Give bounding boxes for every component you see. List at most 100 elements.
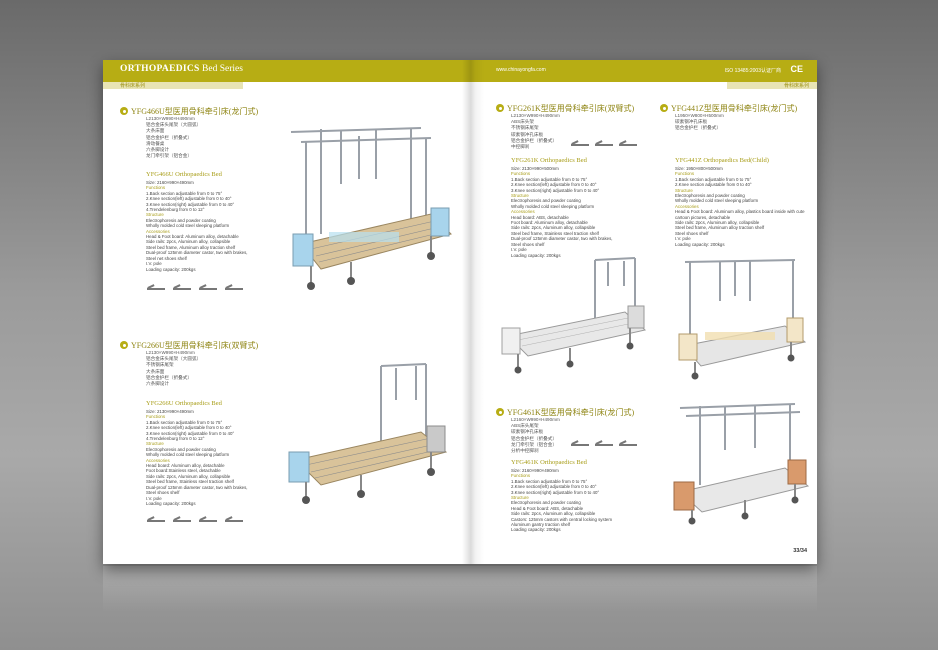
website-url: www.chinayongfa.com <box>496 67 546 73</box>
text-line: Wholly molded cold steel sleeping platfo… <box>511 203 595 209</box>
text-line: Head board: Aluminum alloy, detachable <box>146 463 225 469</box>
brochure-spread: ORTHOPAEDICS Bed Series 骨科床系列 YFG466U型医用… <box>103 60 817 564</box>
bed-position-icon <box>172 284 192 291</box>
text-line: Steel shoes shelf <box>675 230 709 236</box>
right-subheader-text: 骨科床系列 <box>783 83 809 89</box>
text-line: 碳素钢冲孔床板 <box>511 429 544 435</box>
text-line: 3.Knee section(right) adjustable from 0 … <box>511 489 600 495</box>
text-line: Foot board:Stainless steel, detachable <box>146 468 221 474</box>
text-line: Wholly molded cold steel sleeping platfo… <box>146 223 230 229</box>
text-line: Wholly molded cold steel sleeping platfo… <box>146 452 230 458</box>
text-line: Head board: ABS, detachable <box>511 214 569 220</box>
text-line: 龙门牵引架（铝合金） <box>511 441 557 447</box>
text-line: 不锈钢床尾架 <box>146 362 174 368</box>
text-line: Electrophoresis and powder coating <box>511 500 581 506</box>
text-line: L2130×W990×H490mm <box>511 113 560 118</box>
bed-position-icon <box>198 284 218 291</box>
left-header-band: ORTHOPAEDICS Bed Series <box>103 60 470 82</box>
text-line: I.V. pole <box>511 247 527 253</box>
bed-position-icon <box>594 440 614 447</box>
left-page: ORTHOPAEDICS Bed Series 骨科床系列 YFG466U型医用… <box>103 60 470 564</box>
bullet-icon <box>120 107 128 115</box>
bed-position-icon <box>146 516 166 523</box>
text-line: Head & Foot board: Aluminum alloy, plast… <box>675 209 805 215</box>
text-line: 碳素钢冲孔床板 <box>511 131 544 137</box>
text-line: ABS床头架 <box>511 119 534 125</box>
text-line: Head & Foot board: Aluminum alloy, detac… <box>146 234 239 240</box>
text-line: Side rails: 2pcs, Aluminum alloy, collap… <box>511 511 596 517</box>
text-line: Side rails: 2pcs, Aluminum alloy, collap… <box>511 225 596 231</box>
text-line: 铝合金护栏（折叠式） <box>511 137 557 143</box>
text-line: 中控脚刹 <box>511 144 530 150</box>
bed-image-yfg261k <box>501 257 647 374</box>
text-line: Side rails: 2pcs, Aluminum alloy, collap… <box>146 473 231 479</box>
text-line: Dual-proof 125mm diameter castor, two wi… <box>511 236 613 242</box>
book-spine <box>462 60 484 564</box>
text-line: cartoon pictures, detachable <box>675 214 731 220</box>
bullet-icon <box>496 408 504 416</box>
text-line: 3.Knee section(right) adjustable from 0 … <box>146 201 235 207</box>
text-line: 1.Back section adjustable from 0 to 75° <box>511 478 588 484</box>
bullet-icon <box>496 104 504 112</box>
text-line: 4.Trendelenburg from 0 to 12° <box>146 436 205 442</box>
bed-image-yfg266u <box>288 363 448 504</box>
right-page: www.chinayongfa.com ISO 13485:2003认证厂商 C… <box>470 60 817 564</box>
text-line: 碳素钢冲孔床板 <box>675 119 708 125</box>
bed-image-yfg461k <box>673 403 810 525</box>
text-line: 2.Knee section(left) adjustable from 0 t… <box>146 425 232 431</box>
text-line: Steel shoes shelf <box>146 490 180 496</box>
text-line: Castors: 125mm castors with central lock… <box>511 516 613 522</box>
bed-positions-yfg466u <box>146 284 244 291</box>
product-title-yfg441z: YFG441Z型医用骨科牵引床(龙门式) <box>660 103 797 114</box>
text-line: Side rails: 2pcs, Aluminum alloy, collap… <box>146 239 231 245</box>
text-line: 1.Back section adjustable from 0 to 75° <box>511 176 588 182</box>
text-line: 2.Knee section(left) adjustable from 0 t… <box>511 484 597 490</box>
bed-position-icon <box>618 140 638 147</box>
text-line: Steel bed frame, Stainless steel tractio… <box>511 230 599 236</box>
text-line: Wholly molded cold steel sleeping platfo… <box>675 198 759 204</box>
bed-image-yfg466u <box>290 127 452 290</box>
text-line: 不锈钢床尾架 <box>511 125 539 131</box>
text-line: Electrophoresis and powder coating <box>511 198 581 204</box>
text-line: 滑动餐桌 <box>146 140 165 146</box>
text-line: 3.Knee section(right) adjustable from 0 … <box>146 430 235 436</box>
bed-positions-yfg266u <box>146 516 244 523</box>
bed-position-icon <box>172 516 192 523</box>
product-details-yfg441z: Size: 1950×800×500mm Functions 1.Back se… <box>675 166 813 247</box>
product-subtitle-yfg461k: YFG461K Orthopaedics Bed <box>511 459 587 466</box>
text-line: Loading capacity: 200kgs <box>146 500 196 506</box>
product-details-yfg261k: Size: 2130×990×500mm Functions 1.Back se… <box>511 166 631 258</box>
text-line: 铝合金护栏（折叠式） <box>146 374 192 380</box>
text-line: 大条床面 <box>146 128 165 134</box>
left-subheader: 骨科床系列 <box>103 82 243 89</box>
text-line: Loading capacity: 200kgs <box>146 266 196 272</box>
bed-position-icon <box>146 284 166 291</box>
ce-mark-icon: CE <box>790 64 803 74</box>
text-line: Side rails: 2pcs, Aluminum alloy, collap… <box>675 220 760 226</box>
text-line: Steel net shoes shelf <box>146 255 187 261</box>
product-subtitle-yfg466u: YFG466U Orthopaedics Bed <box>146 171 222 178</box>
text-line: 龙门牵引架（铝合金） <box>146 153 192 159</box>
text-line: Loading capacity: 200kgs <box>511 527 561 533</box>
product-title-yfg461k: YFG461K型医用骨科牵引床(龙门式) <box>496 407 634 418</box>
text-line: 4.Trendelenburg from 0 to 12° <box>146 207 205 213</box>
text-line: 3.Knee section(right) adjustable from 0 … <box>511 187 600 193</box>
text-line: L2130×W990×H490mm <box>146 350 195 355</box>
right-subheader: 骨科床系列 <box>727 82 817 89</box>
bed-position-icon <box>570 440 590 447</box>
product-details-yfg466u: Size: 2160×990×490mm Functions 1.Back se… <box>146 180 296 272</box>
product-title-yfg466u: YFG466U型医用骨科牵引床(龙门式) <box>120 106 258 117</box>
text-line: Foot board: Aluminum alloy, detachable <box>511 220 588 226</box>
text-line: 1.Back section adjustable from 0 to 75° <box>675 176 752 182</box>
product-title-yfg261k: YFG261K型医用骨科牵引床(双臂式) <box>496 103 634 114</box>
product-details-yfg266u: Size: 2130×990×490mm Functions 1.Back se… <box>146 409 296 506</box>
bed-position-icon <box>594 140 614 147</box>
text-line: ABS床头尾架 <box>511 423 539 429</box>
text-line: Head & Foot board: ABS, detachable <box>511 505 584 511</box>
product-subtitle-yfg266u: YFG266U Orthopaedics Bed <box>146 400 222 407</box>
text-line: Dual-proof 125mm diameter castor, two wi… <box>146 250 248 256</box>
text-line: Electrophoresis and powder coating <box>675 193 745 199</box>
page-number: 33/34 <box>793 548 807 554</box>
